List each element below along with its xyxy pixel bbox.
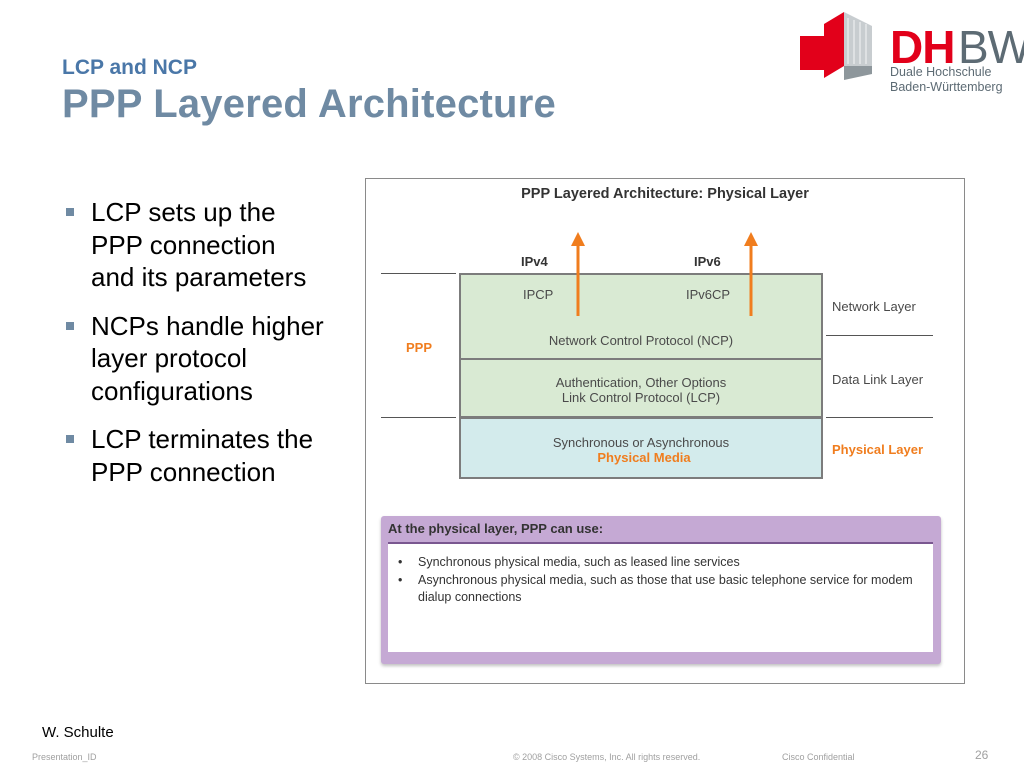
bullet-text: NCPs handle higher layer protocol config… xyxy=(91,310,324,406)
bullet-dot-icon: • xyxy=(398,555,403,569)
info-body xyxy=(388,542,933,652)
label-lcp: Link Control Protocol (LCP) xyxy=(561,390,721,405)
label-network-layer: Network Layer xyxy=(832,299,916,314)
bullet-list: LCP sets up the PPP connection and its p… xyxy=(64,196,324,504)
bullet-item: LCP sets up the PPP connection and its p… xyxy=(64,196,324,294)
ppp-bottom-line xyxy=(381,417,456,418)
ppp-top-line xyxy=(381,273,456,274)
label-physical-media: Physical Media xyxy=(597,450,691,465)
info-list: • Synchronous physical media, such as lea… xyxy=(398,554,918,607)
logo-text-bw: BW xyxy=(958,21,1024,73)
physical-layer-box xyxy=(459,417,823,479)
datalink-physical-line xyxy=(826,417,933,418)
logo-subline-2: Baden-Württemberg xyxy=(890,80,1003,94)
ipv6-arrow-icon xyxy=(744,232,758,316)
page-number: 26 xyxy=(975,748,989,762)
label-ncp: Network Control Protocol (NCP) xyxy=(548,333,734,348)
bullet-square-icon xyxy=(66,321,74,330)
bullet-text: LCP sets up the PPP connection and its p… xyxy=(91,197,307,292)
label-lcp-options: Authentication, Other Options xyxy=(555,375,727,390)
bullet-square-icon xyxy=(66,435,74,443)
footer-confidential: Cisco Confidential xyxy=(782,752,855,762)
ipv4-arrow-icon xyxy=(571,232,585,316)
slide-subtitle: LCP and NCP xyxy=(62,56,197,79)
label-data-link-layer: Data Link Layer xyxy=(832,372,924,387)
network-datalink-line xyxy=(826,335,933,336)
footer-presentation-id: Presentation_ID xyxy=(32,752,97,762)
label-ipv6: IPv6 xyxy=(694,254,721,269)
label-ipv6cp: IPv6CP xyxy=(686,287,731,302)
bullet-item: LCP terminates the PPP connection xyxy=(64,423,324,488)
diagram-title: PPP Layered Architecture: Physical Layer xyxy=(521,186,809,202)
info-item-text: Asynchronous physical media, such as tho… xyxy=(418,572,913,605)
label-ppp: PPP xyxy=(406,340,433,355)
label-ipv4: IPv4 xyxy=(521,254,548,269)
info-list-item: • Asynchronous physical media, such as th… xyxy=(398,572,918,607)
bullet-text: LCP terminates the PPP connection xyxy=(91,424,314,487)
author-name: W. Schulte xyxy=(42,724,114,741)
logo-text-dh: DH xyxy=(890,21,955,73)
logo-subline-1: Duale Hochschule xyxy=(890,65,992,79)
bullet-dot-icon: • xyxy=(398,572,403,587)
label-physical-layer: Physical Layer xyxy=(832,442,924,457)
footer-copyright: © 2008 Cisco Systems, Inc. All rights re… xyxy=(513,752,701,762)
info-item-text: Synchronous physical media, such as leas… xyxy=(418,555,740,569)
dhbw-logo-mark-icon xyxy=(800,12,872,80)
ncp-lcp-divider xyxy=(459,358,823,360)
bullet-item: NCPs handle higher layer protocol config… xyxy=(64,310,324,408)
label-ipcp: IPCP xyxy=(523,287,554,302)
bullet-square-icon xyxy=(66,208,74,216)
info-list-item: • Synchronous physical media, such as lea… xyxy=(398,554,918,572)
slide-title: PPP Layered Architecture xyxy=(62,82,556,126)
info-heading: At the physical layer, PPP can use: xyxy=(388,521,604,536)
label-sync-async: Synchronous or Asynchronous xyxy=(552,435,730,450)
dhbw-logo: DH BW Duale Hochschule Baden-Württemberg xyxy=(798,6,1024,106)
